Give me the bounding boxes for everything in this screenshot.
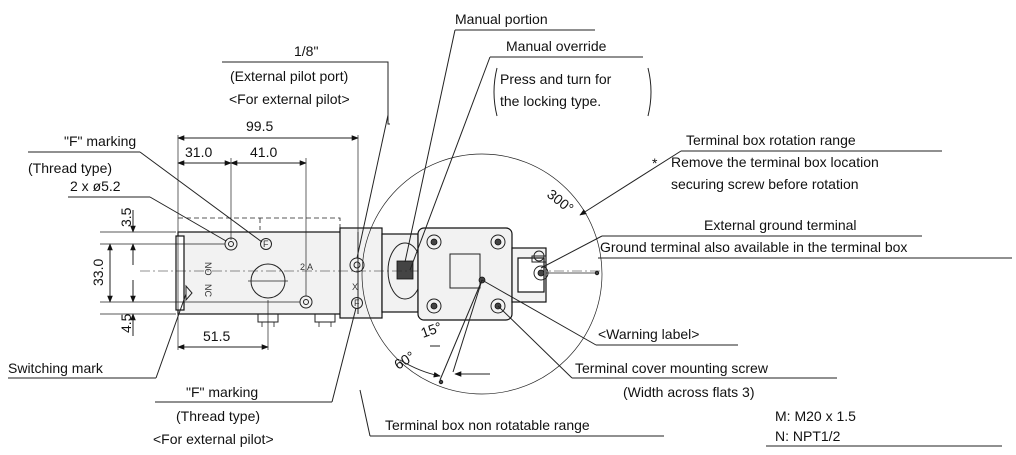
no-mark: NO: [203, 262, 213, 276]
dim-4-5: 4.5: [118, 313, 134, 333]
dim-51-5: 51.5: [203, 328, 230, 344]
label-switching-mark: Switching mark: [8, 360, 104, 376]
label-press-turn-1: Press and turn for: [500, 71, 612, 87]
leader-lines: [8, 29, 1012, 447]
f-marking-bottom-circle: [351, 297, 363, 309]
label-f-marking-top: "F" marking: [64, 133, 136, 149]
label-warning: <Warning label>: [598, 326, 699, 342]
dim-31-0: 31.0: [185, 144, 212, 160]
label-for-ext-pilot-bottom: <For external pilot>: [153, 431, 274, 447]
angle-indicators: [399, 279, 490, 385]
label-holes: 2 x ø5.2: [70, 178, 121, 194]
f-marking-bottom-letter: F: [354, 298, 360, 308]
f-marking-top-circle: [260, 238, 272, 250]
nc-mark: NC: [203, 284, 213, 297]
label-asterisk: *: [652, 155, 658, 171]
label-manual-portion: Manual portion: [455, 11, 548, 27]
label-pilot-port-note: <For external pilot>: [229, 91, 350, 107]
dim-33-0: 33.0: [90, 259, 106, 286]
label-press-turn-2: the locking type.: [500, 93, 601, 109]
switching-mark-triangle: [185, 284, 193, 302]
label-thread-type-top: (Thread type): [28, 160, 112, 176]
port-2a-mark: 2 A: [300, 262, 313, 272]
terminal-box: [361, 153, 603, 395]
label-width-flats: (Width across flats 3): [623, 384, 754, 400]
cover-screw-3: [426, 298, 442, 314]
ground-symbol: [533, 250, 545, 262]
label-ext-ground: External ground terminal: [704, 217, 857, 233]
label-conduit-n: N: NPT1/2: [775, 428, 841, 444]
f-marking-top-letter: F: [263, 239, 269, 249]
cover-screw-2: [490, 234, 506, 250]
dim-41-0: 41.0: [250, 144, 277, 160]
label-ground-also: Ground terminal also available in the te…: [600, 239, 907, 255]
label-cover-screw: Terminal cover mounting screw: [575, 360, 769, 376]
label-pilot-port-size: 1/8": [294, 43, 318, 59]
cover-screw-4: [490, 298, 506, 314]
rotation-range-circle: [361, 153, 603, 395]
label-manual-override: Manual override: [506, 38, 607, 54]
label-thread-type-bottom: (Thread type): [176, 408, 260, 424]
pilot-block: [339, 227, 383, 319]
angle-60: 60°: [391, 348, 417, 373]
label-rotation-note-2: securing screw before rotation: [671, 176, 859, 192]
label-conduit-m: M: M20 x 1.5: [775, 408, 856, 424]
manual-override-button: [396, 260, 414, 280]
annotation-labels: Manual portion Manual override Press and…: [8, 11, 907, 447]
dim-3-5: 3.5: [118, 207, 134, 227]
end-plate: [175, 235, 185, 311]
dimension-lines: [100, 135, 359, 350]
angle-15: 15°: [419, 319, 444, 341]
dim-99-5: 99.5: [246, 118, 273, 134]
label-rotation-range: Terminal box rotation range: [686, 132, 856, 148]
label-f-marking-bottom: "F" marking: [186, 384, 258, 400]
label-rotation-note-1: Remove the terminal box location: [671, 154, 879, 170]
cover-screw-1: [426, 234, 442, 250]
warning-label-area: [449, 253, 481, 289]
label-non-rotatable: Terminal box non rotatable range: [385, 417, 590, 433]
angle-300: 300°: [544, 186, 577, 216]
x-mark: X: [352, 282, 358, 292]
label-pilot-port-name: (External pilot port): [230, 68, 348, 84]
